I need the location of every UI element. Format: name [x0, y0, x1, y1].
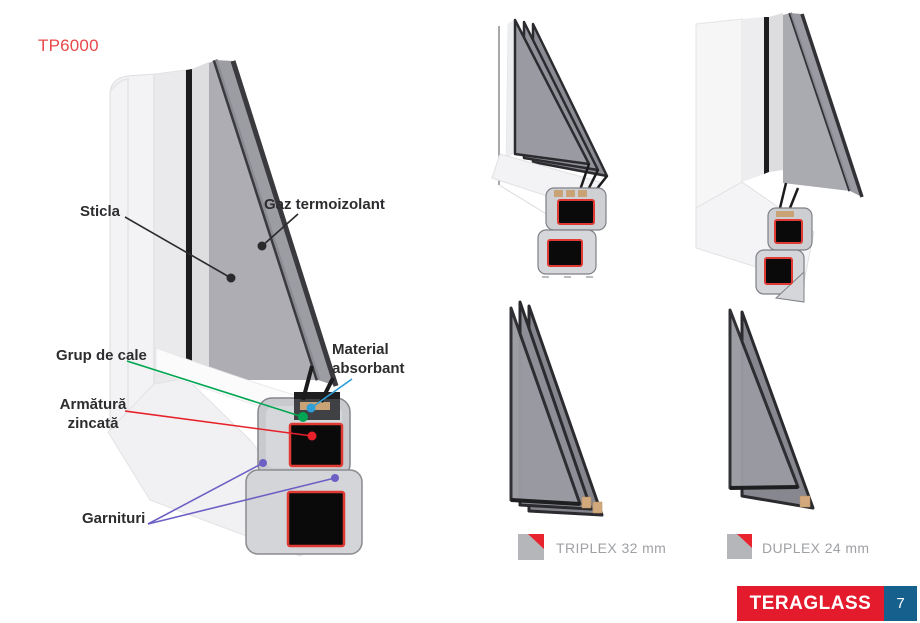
sash-profile [742, 17, 764, 182]
label-grup-de-cale: Grup de cale [56, 347, 147, 364]
glass-pane-back [215, 60, 336, 386]
label-garnituri: Garnituri [82, 510, 146, 527]
frame-steel-chamber [286, 490, 346, 548]
steel-chamber [547, 239, 583, 267]
triplex-corner-illustration [491, 18, 609, 278]
footer-page-number-box: 7 [884, 586, 917, 621]
steel-chamber [764, 257, 793, 285]
label-material-absorbant: Material absorbant [332, 341, 405, 377]
callout-gaz [257, 213, 299, 251]
spacer-bar [581, 496, 592, 509]
label-gaz-termoizolant: Gaz termoizolant [264, 196, 385, 213]
sash-profile [153, 69, 187, 387]
pane-edge-strip [192, 62, 209, 377]
glass-pane [509, 306, 582, 506]
callout-grup-de-cale [126, 360, 308, 422]
glass-pane [790, 13, 862, 197]
frame-outer-profile [695, 18, 743, 209]
spacer-bar [592, 501, 603, 514]
glass-pane [728, 308, 800, 490]
window-cutaway-diagram [107, 59, 363, 557]
glass-pane-back-edge [230, 60, 339, 387]
callout-sticla [124, 216, 236, 283]
page-number: 7 [896, 595, 905, 612]
callout-material-absorbant [306, 378, 353, 413]
brand-mark-icon [727, 534, 752, 559]
steel-chamber [774, 219, 803, 244]
sash-steel-chamber [288, 422, 344, 468]
spacer-bar [799, 495, 811, 508]
steel-chamber [557, 199, 595, 225]
glass-edge-line [186, 69, 192, 378]
duplex-corner-illustration [695, 12, 864, 303]
caption-triplex: TRIPLEX 32 mm [556, 540, 667, 556]
duplex-glass-unit-illustration [728, 308, 815, 510]
caption-duplex: DUPLEX 24 mm [762, 540, 870, 556]
glass-pane [513, 18, 591, 166]
brand-mark-icon [518, 534, 544, 560]
triplex-glass-unit-illustration [509, 300, 604, 517]
label-armatura-zincata: Armătură zincată [59, 396, 127, 432]
callout-garnituri [147, 459, 339, 525]
brand-name: TERAGLASS [749, 592, 872, 614]
footer-brand-bar: TERAGLASS [737, 586, 884, 621]
label-sticla: Sticla [80, 203, 121, 220]
model-code-title: TP6000 [38, 36, 99, 55]
callout-armatura [124, 410, 317, 441]
frame-outer-profile [109, 73, 155, 434]
